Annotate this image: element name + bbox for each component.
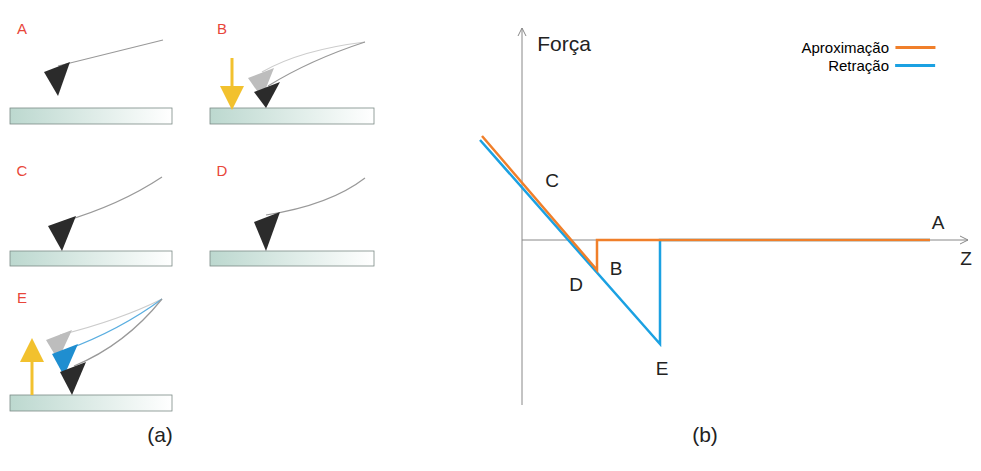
point-label: C xyxy=(545,171,559,190)
panel-letter: C xyxy=(17,163,28,178)
legend-text: Retração xyxy=(828,58,889,73)
legend-text: Aproximação xyxy=(801,40,889,55)
approach-curve xyxy=(482,136,930,270)
legend-entry: Retração xyxy=(828,58,935,73)
legend-entry: Aproximação xyxy=(801,40,935,55)
panel-letter: E xyxy=(17,290,27,305)
cantilever xyxy=(48,177,162,251)
retraction-curve xyxy=(480,140,930,344)
axis xyxy=(522,28,968,405)
legend-swatch xyxy=(895,64,935,67)
cantilever xyxy=(32,299,162,395)
substrate xyxy=(10,108,374,411)
panel-caption: (a) xyxy=(147,424,173,445)
point-label: B xyxy=(610,259,623,278)
point-label: E xyxy=(656,359,669,378)
panel-letter: B xyxy=(217,21,227,36)
cantilever xyxy=(232,42,365,108)
panel-letter: D xyxy=(217,163,228,178)
axis-title: Força xyxy=(537,33,591,54)
legend-swatch xyxy=(895,46,935,49)
cantilever xyxy=(44,40,163,96)
axis-title: Z xyxy=(960,249,972,268)
panel-caption: (b) xyxy=(692,424,718,445)
panel-letter: A xyxy=(17,21,27,36)
point-label: A xyxy=(932,213,945,232)
cantilever xyxy=(254,178,365,251)
point-label: D xyxy=(569,275,583,294)
